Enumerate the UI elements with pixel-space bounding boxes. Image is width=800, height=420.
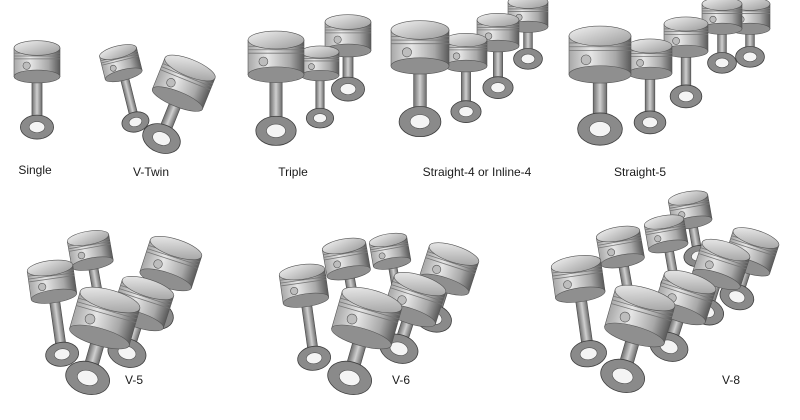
engine-v-8-pistons <box>550 190 780 393</box>
piston <box>390 20 450 138</box>
piston <box>142 54 216 154</box>
piston <box>13 40 61 140</box>
piston <box>278 263 332 371</box>
engine-v-6-pistons <box>278 232 480 395</box>
caption-triple: Triple <box>278 165 308 179</box>
engine-v-5-pistons <box>26 230 203 395</box>
caption-v-5: V-5 <box>124 373 144 387</box>
piston <box>550 255 607 368</box>
piston <box>300 45 340 129</box>
caption-single: Single <box>18 163 52 177</box>
piston <box>444 32 488 123</box>
piston <box>600 284 676 393</box>
piston <box>649 269 717 362</box>
piston <box>66 230 116 321</box>
piston <box>568 25 632 146</box>
engine-straight-5-pistons <box>568 0 771 146</box>
piston <box>247 30 305 146</box>
caption-straight-4: Straight-4 or Inline-4 <box>422 165 532 179</box>
piston <box>627 38 673 135</box>
caption-straight-5: Straight-5 <box>613 165 667 179</box>
engine-single-pistons <box>13 40 61 140</box>
piston <box>99 44 150 133</box>
engine-straight-4-pistons <box>390 0 549 138</box>
piston <box>701 0 743 74</box>
piston <box>324 14 372 102</box>
piston <box>26 259 80 367</box>
engine-triple-pistons <box>247 14 372 146</box>
piston <box>476 12 520 99</box>
piston <box>65 286 141 395</box>
piston <box>729 0 771 68</box>
piston <box>327 286 403 395</box>
caption-v-twin: V-Twin <box>132 165 170 179</box>
caption-v-8: V-8 <box>721 373 741 387</box>
caption-v-6: V-6 <box>391 373 411 387</box>
engine-v-twin-pistons <box>99 44 216 154</box>
